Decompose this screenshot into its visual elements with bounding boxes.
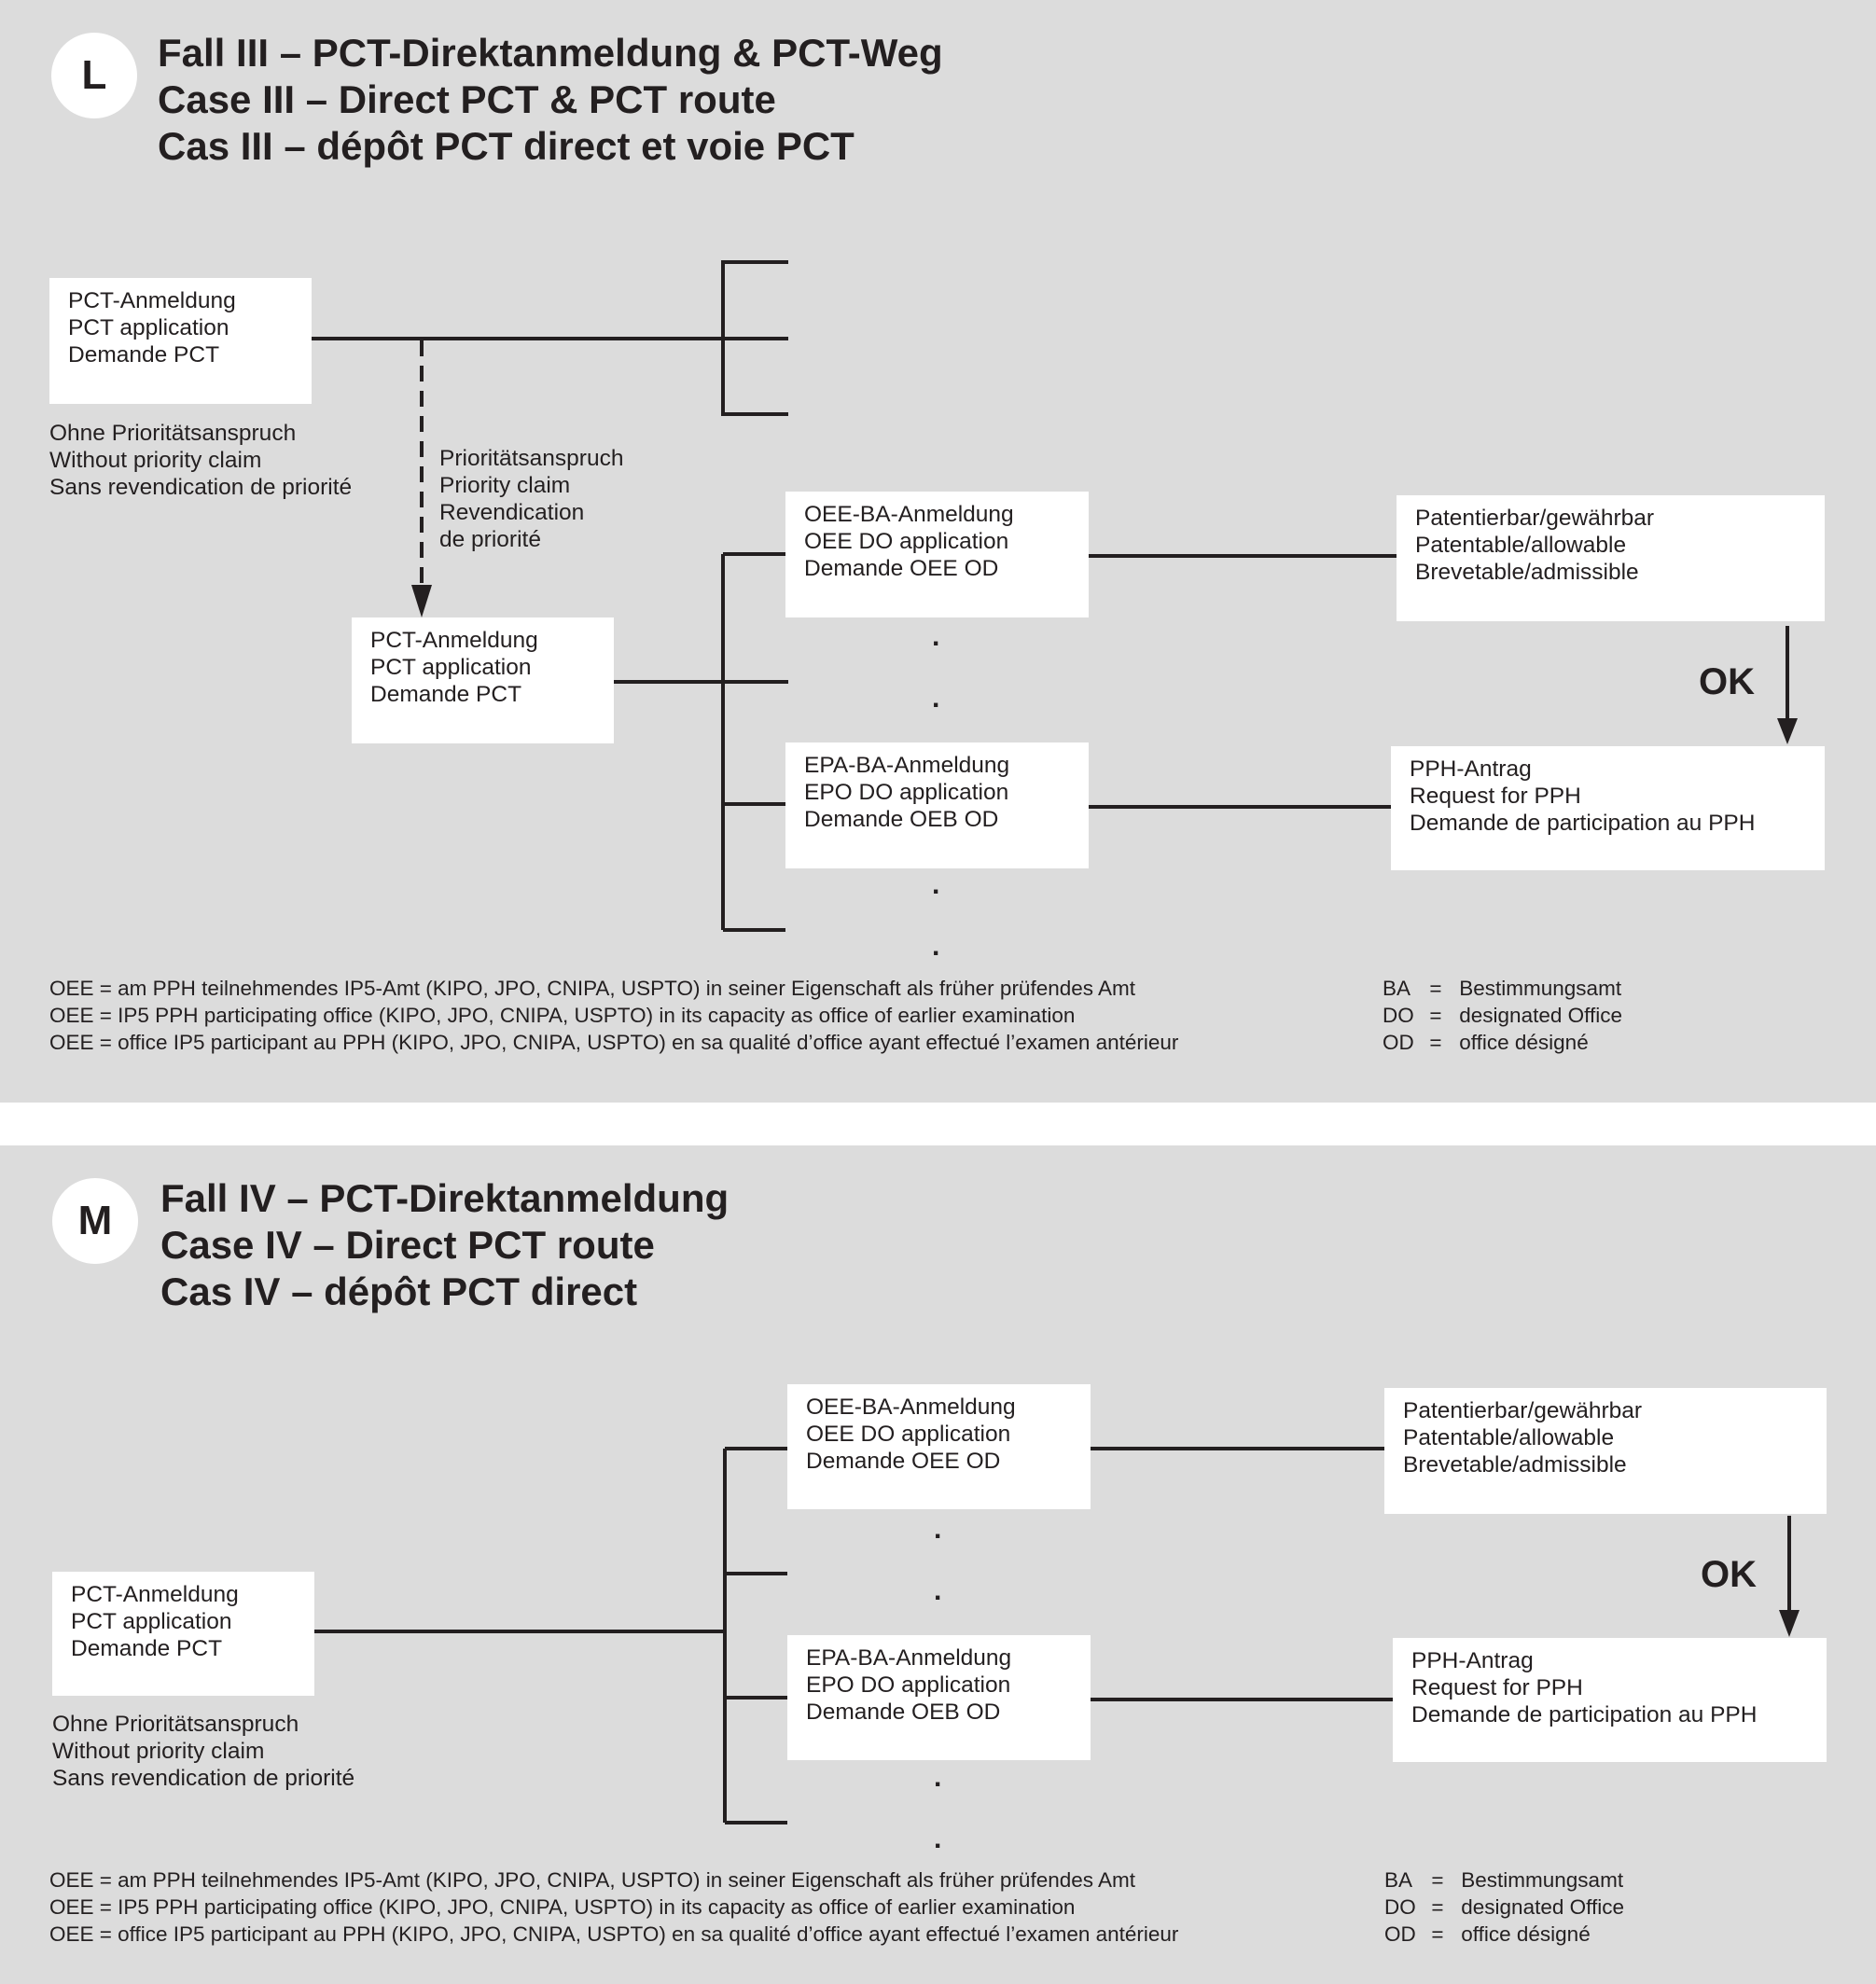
ellipsis-dot: . (932, 933, 939, 960)
patentable-allowable-box: Patentierbar/gewährbar Patentable/allowa… (1384, 1388, 1827, 1514)
ellipsis-dot: . (934, 1577, 941, 1604)
pph-request-box: PPH-Antrag Request for PPH Demande de pa… (1393, 1638, 1827, 1762)
ellipsis-dot: . (932, 871, 939, 898)
ellipsis-dot: . (932, 685, 939, 712)
title-case-iv: Fall IV – PCT-Direktanmeldung Case IV – … (160, 1175, 729, 1315)
abbreviation-row: OD= office désigné (1383, 1029, 1622, 1056)
ok-label: OK (1701, 1554, 1757, 1595)
ellipsis-dot: . (934, 1516, 941, 1543)
no-priority-claim-label: Ohne Prioritätsanspruch Without priority… (52, 1711, 354, 1792)
abbreviation-row: BA= Bestimmungsamt (1384, 1866, 1624, 1894)
abbreviation-row: DO= designated Office (1383, 1002, 1622, 1029)
abbreviation-row: DO= designated Office (1384, 1894, 1624, 1921)
ellipsis-dot: . (934, 1764, 941, 1791)
badge-m: M (52, 1178, 138, 1264)
oee-do-application-box: OEE-BA-Anmeldung OEE DO application Dema… (787, 1384, 1091, 1509)
ellipsis-dot: . (932, 623, 939, 650)
epo-do-application-box: EPA-BA-Anmeldung EPO DO application Dema… (787, 1635, 1091, 1760)
abbreviations-legend: BA= Bestimmungsamt DO= designated Office… (1383, 975, 1622, 1056)
abbreviations-legend: BA= Bestimmungsamt DO= designated Office… (1384, 1866, 1624, 1948)
abbreviation-row: OD= office désigné (1384, 1921, 1624, 1948)
footnote-oee: OEE = am PPH teilnehmendes IP5-Amt (KIPO… (49, 1866, 1178, 1948)
pct-application-box: PCT-Anmeldung PCT application Demande PC… (52, 1572, 314, 1696)
abbreviation-row: BA= Bestimmungsamt (1383, 975, 1622, 1002)
footnote-oee: OEE = am PPH teilnehmendes IP5-Amt (KIPO… (49, 975, 1178, 1056)
ellipsis-dot: . (934, 1825, 941, 1852)
